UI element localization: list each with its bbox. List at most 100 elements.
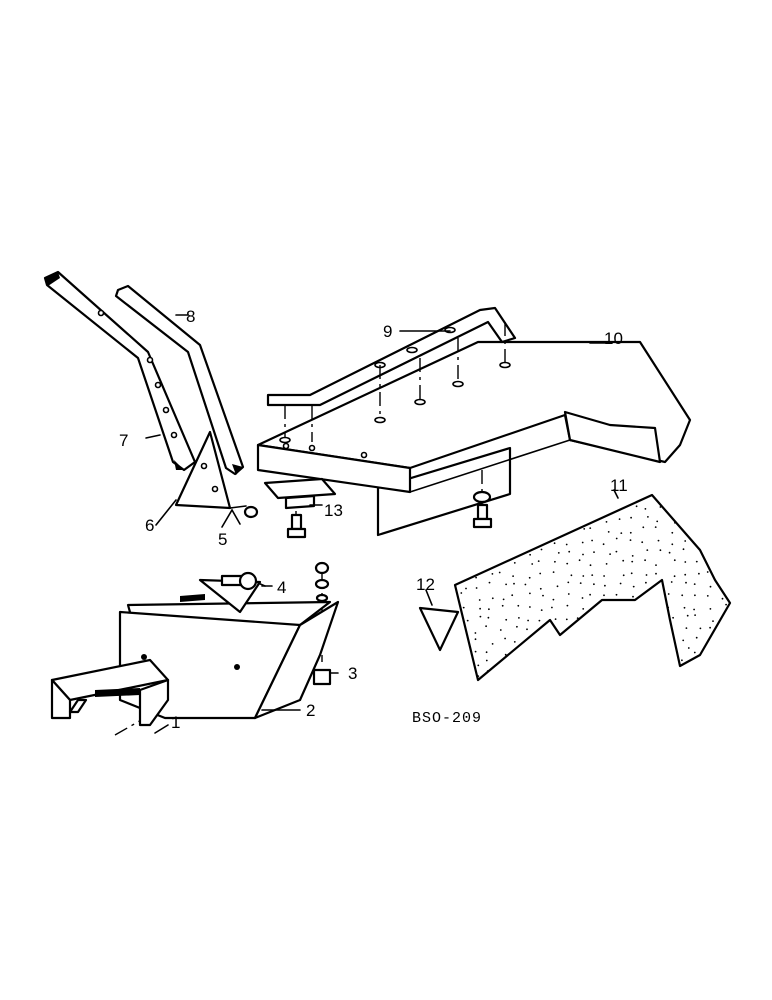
liner-stipple-dot	[460, 592, 463, 594]
liner-stipple-dot	[513, 582, 515, 585]
liner-stipple-dot	[655, 564, 657, 566]
liner-stipple-dot	[582, 575, 585, 577]
liner-stipple-dot	[505, 583, 507, 586]
liner-stipple-dot	[646, 549, 649, 551]
liner-stipple-dot	[540, 609, 543, 611]
liner-stipple-dot	[632, 595, 634, 598]
part-1-cover	[50, 658, 170, 727]
liner-stipple-dot	[518, 617, 520, 619]
liner-stipple-dot	[557, 552, 560, 554]
liner-stipple-dot	[539, 572, 542, 575]
bolt-left	[286, 513, 307, 539]
part-3-fasteners	[312, 561, 332, 686]
liner-stipple-dot	[591, 574, 594, 576]
liner-stipple-dot	[615, 550, 618, 553]
liner-stipple-dot	[670, 581, 673, 583]
liner-stipple-dot	[552, 571, 555, 573]
liner-stipple-dot	[603, 575, 605, 577]
liner-stipple-dot	[706, 571, 709, 573]
liner-stipple-dot	[538, 619, 541, 622]
liner-stipple-dot	[618, 518, 621, 520]
liner-stipple-dot	[527, 619, 529, 622]
liner-stipple-dot	[671, 531, 674, 534]
liner-stipple-dot	[674, 521, 676, 524]
liner-stipple-dot	[607, 531, 610, 533]
liner-stipple-dot	[529, 592, 531, 595]
liner-stipple-dot	[682, 548, 685, 551]
liner-stipple-dot	[487, 616, 490, 619]
liner-stipple-dot	[655, 572, 657, 575]
callout-labels: 1 2 3 4 5 6 7 8 9 10 11 12 13	[119, 307, 628, 732]
liner-stipple-dot	[576, 617, 579, 619]
liner-stipple-dot	[635, 505, 638, 508]
liner-stipple-dot	[526, 628, 528, 631]
liner-stipple-dot	[488, 581, 491, 584]
liner-stipple-dot	[565, 543, 568, 546]
liner-stipple-dot	[513, 641, 516, 643]
liner-stipple-dot	[615, 593, 618, 596]
liner-stipple-dot	[629, 539, 632, 541]
liner-stipple-dot	[641, 541, 644, 544]
liner-stipple-dot	[581, 541, 584, 544]
liner-stipple-dot	[565, 618, 568, 621]
part-8-brace	[114, 284, 245, 476]
liner-stipple-dot	[556, 585, 559, 588]
liner-stipple-dot	[631, 555, 634, 557]
drawing-code: BSO-209	[412, 710, 482, 727]
part-12-wedge	[418, 606, 460, 652]
liner-stipple-dot	[681, 594, 684, 597]
liner-stipple-dot	[485, 659, 488, 662]
callout-6: 6	[145, 516, 154, 535]
liner-stipple-dot	[486, 670, 489, 672]
liner-stipple-dot	[485, 625, 487, 628]
liner-stipple-dot	[474, 638, 477, 641]
liner-stipple-dot	[644, 559, 646, 562]
callout-4: 4	[277, 578, 286, 597]
liner-stipple-dot	[709, 585, 712, 588]
liner-stipple-dot	[603, 594, 605, 597]
liner-stipple-dot	[682, 639, 685, 642]
callout-1: 1	[171, 713, 180, 732]
liner-stipple-dot	[566, 604, 569, 607]
liner-stipple-dot	[593, 551, 595, 553]
liner-stipple-dot	[698, 572, 700, 575]
liner-stipple-dot	[591, 539, 593, 542]
liner-stipple-dot	[654, 526, 657, 528]
callout-9: 9	[383, 322, 392, 341]
liner-stipple-dot	[694, 594, 696, 597]
liner-stipple-dot	[629, 531, 632, 534]
liner-stipple-dot	[582, 608, 585, 610]
part-5-washer	[221, 505, 259, 528]
liner-stipple-dot	[699, 627, 702, 630]
callout-2: 2	[306, 701, 315, 720]
callout-12: 12	[416, 575, 435, 594]
liner-stipple-dot	[553, 542, 556, 545]
callout-leaders	[145, 314, 619, 734]
liner-stipple-dot	[685, 581, 687, 584]
liner-stipple-dot	[693, 608, 695, 611]
liner-stipple-dot	[668, 551, 671, 554]
liner-stipple-dot	[631, 560, 634, 563]
liner-stipple-dot	[485, 651, 488, 654]
liner-stipple-dot	[659, 506, 662, 508]
liner-stipple-dot	[712, 620, 714, 622]
part-4-bolt	[220, 571, 266, 591]
liner-stipple-dot	[474, 650, 477, 653]
liner-stipple-dot	[491, 643, 494, 645]
part-11-liner	[453, 493, 732, 682]
liner-stipple-dot	[524, 583, 527, 586]
liner-stipple-dot	[462, 606, 465, 609]
liner-stipple-dot	[709, 626, 711, 629]
liner-stipple-dot	[540, 548, 543, 551]
liner-stipple-dot	[687, 647, 690, 649]
liner-stipple-dot	[502, 598, 505, 601]
liner-stipple-dot	[725, 603, 727, 606]
liner-stipple-dot	[499, 629, 502, 631]
liner-stipple-dot	[622, 574, 625, 577]
liner-stipple-dot	[667, 606, 670, 609]
liner-stipple-dot	[528, 576, 531, 579]
callout-13: 13	[324, 501, 343, 520]
callout-8: 8	[186, 307, 195, 326]
liner-stipple-dot	[491, 573, 494, 575]
